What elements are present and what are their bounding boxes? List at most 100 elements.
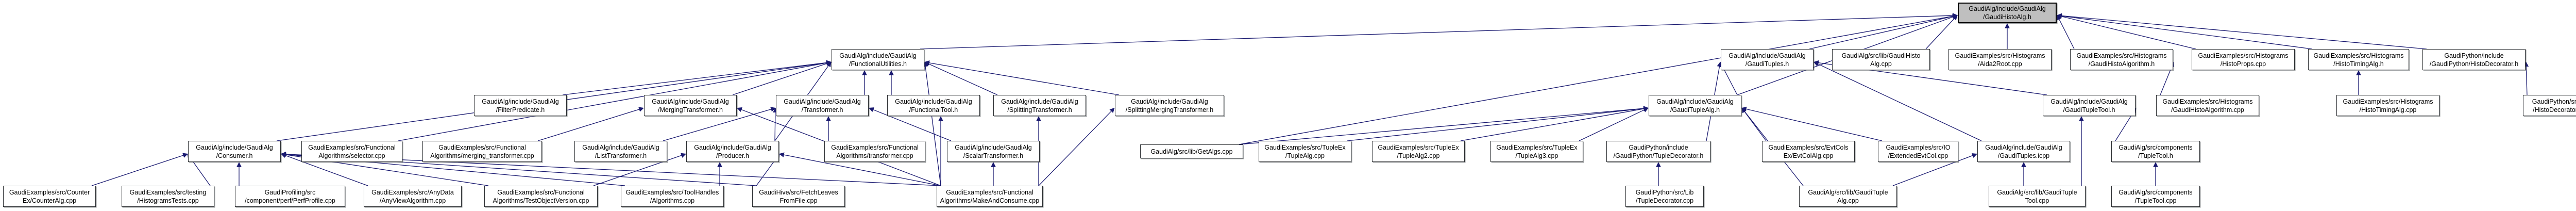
graph-node-root[interactable]: GaudiAlg/include/GaudiAlg/GaudiHistoAlg.… [1958, 3, 2057, 23]
node-label-line: Algorithms/MakeAndConsume.cpp [940, 197, 1040, 204]
node-label-line: GaudiAlg/include/GaudiAlg [955, 143, 1032, 151]
include-edge-make-and-consume-cpp-to-functional-utilities [923, 61, 941, 186]
node-label-line: /Algorithms.cpp [650, 197, 695, 204]
graph-node-perf-profile-cpp[interactable]: GaudiProfiling/src/component/perf/PerfPr… [235, 186, 345, 207]
graph-node-gaudi-histo-algorithm-h[interactable]: GaudiExamples/src/Histograms/GaudiHistoA… [2070, 49, 2173, 70]
node-label-line: GaudiAlg/include/GaudiAlg [1969, 5, 2046, 12]
node-label-line: /GaudiTupleAlg.h [1670, 106, 1720, 113]
graph-node-filter-predicate[interactable]: GaudiAlg/include/GaudiAlg/FilterPredicat… [474, 95, 567, 116]
include-edge-histo-decorator-cpp-to-histo-decorator-h [2523, 61, 2529, 95]
node-label-line: /HistogramsTests.cpp [137, 197, 199, 204]
graph-node-tuple-decorator-h[interactable]: GaudiPython/include/GaudiPython/TupleDec… [1606, 141, 1710, 162]
node-label-line: /GaudiTupleTool.h [2063, 106, 2115, 113]
graph-node-producer[interactable]: GaudiAlg/include/GaudiAlg/Producer.h [686, 141, 779, 162]
node-label-line: GaudiExamples/src/Histograms [2343, 98, 2433, 105]
node-label-line: /component/perf/PerfProfile.cpp [245, 197, 335, 204]
include-edge-get-algs-cpp-to-gaudi-tuple-alg [1239, 106, 1649, 145]
graph-node-gaudi-tuples[interactable]: GaudiAlg/include/GaudiAlg/GaudiTuples.h [1721, 49, 1814, 70]
graph-node-splitting-transformer[interactable]: GaudiAlg/include/GaudiAlg/SplittingTrans… [993, 95, 1086, 116]
include-edge-get-algs-cpp-to-root [1239, 13, 1958, 145]
node-label-line: GaudiExamples/src/EvtCols [1768, 143, 1849, 151]
node-label-line: /Transformer.h [801, 106, 843, 113]
node-label-line: /TupleTool.h [2138, 152, 2173, 159]
graph-node-tuple-tool-cpp[interactable]: GaudiAlg/src/components/TupleTool.cpp [2111, 186, 2200, 207]
node-label-line: /ListTransformer.h [595, 152, 647, 159]
graph-node-tuple-alg-cpp[interactable]: GaudiExamples/src/TupleEx/TupleAlg.cpp [1259, 141, 1351, 162]
graph-node-histo-decorator-cpp[interactable]: GaudiPython/src/Lib/HistoDecorator.cpp [2523, 95, 2576, 116]
graph-node-consumer[interactable]: GaudiAlg/include/GaudiAlg/Consumer.h [188, 141, 281, 162]
node-label-line: /FilterPredicate.h [496, 106, 545, 113]
graph-node-list-transformer[interactable]: GaudiAlg/include/GaudiAlg/ListTransforme… [574, 141, 667, 162]
node-label-line: GaudiAlg/include/GaudiAlg [1001, 98, 1078, 105]
node-label-line: /TupleAlg3.cpp [1515, 152, 1558, 159]
node-label-line: GaudiAlg/src/lib/GaudiTuple [1997, 188, 2077, 196]
include-edge-scalar-transformer-to-transformer-h [869, 107, 952, 141]
include-edge-splitting-transformer-to-functional-utilities [924, 61, 998, 95]
node-label-line: GaudiPython/include [2444, 52, 2504, 59]
node-label-line: GaudiExamples/src/Functional [497, 188, 585, 196]
node-label-line: GaudiExamples/src/Histograms [2076, 52, 2167, 59]
graph-node-functional-tool[interactable]: GaudiAlg/include/GaudiAlg/FunctionalTool… [887, 95, 980, 116]
node-label-line: GaudiExamples/src/Functional [831, 143, 919, 151]
graph-node-scalar-transformer[interactable]: GaudiAlg/include/GaudiAlg/ScalarTransfor… [947, 141, 1040, 162]
node-label-line: /GaudiHistoAlgorithm.cpp [2171, 106, 2244, 113]
graph-node-aida2root-cpp[interactable]: GaudiExamples/src/Histograms/Aida2Root.c… [1948, 49, 2052, 70]
graph-node-functional-utilities[interactable]: GaudiAlg/include/GaudiAlg/FunctionalUtil… [832, 49, 924, 70]
node-label-line: GaudiAlg/src/lib/GaudiTuple [1808, 188, 1888, 196]
include-edge-tuple-alg2-cpp-to-gaudi-tuple-alg [1460, 106, 1649, 141]
node-label-line: Algorithms/TestObjectVersion.cpp [493, 197, 589, 204]
graph-node-histo-props-cpp[interactable]: GaudiExamples/src/Histograms/HistoProps.… [2192, 49, 2295, 70]
graph-node-get-algs-cpp[interactable]: GaudiAlg/src/lib/GetAlgs.cpp [1140, 144, 1243, 158]
graph-node-algorithms-cpp[interactable]: GaudiExamples/src/ToolHandles/Algorithms… [621, 186, 724, 207]
node-label-line: /TupleTool.cpp [2134, 197, 2177, 204]
node-label-line: GaudiAlg/include/GaudiAlg [784, 98, 861, 105]
node-label-line: /GaudiHistoAlg.h [1983, 13, 2031, 21]
graph-node-histo-decorator-h[interactable]: GaudiPython/include/GaudiPython/HistoDec… [2422, 49, 2526, 70]
graph-node-tuple-alg3-cpp[interactable]: GaudiExamples/src/TupleEx/TupleAlg3.cpp [1490, 141, 1583, 162]
graph-node-gaudi-tuple-tool[interactable]: GaudiAlg/include/GaudiAlg/GaudiTupleTool… [2043, 95, 2136, 116]
node-label-line: GaudiProfiling/src [264, 188, 316, 196]
node-label-line: Algorithms/transformer.cpp [836, 152, 913, 159]
graph-node-transformer-h[interactable]: GaudiAlg/include/GaudiAlg/Transformer.h [776, 95, 869, 116]
graph-node-histograms-tests-cpp[interactable]: GaudiExamples/src/testing/HistogramsTest… [122, 186, 214, 207]
node-label-line: Ex/CounterAlg.cpp [22, 197, 77, 204]
graph-node-extended-evt-col-cpp[interactable]: GaudiExamples/src/IO/ExtendedEvtCol.cpp [1878, 141, 1958, 162]
node-label-line: /GaudiTuples.icpp [1997, 152, 2050, 159]
graph-node-histo-timing-alg-h[interactable]: GaudiExamples/src/Histograms/HistoTiming… [2308, 49, 2409, 70]
graph-node-tuple-alg2-cpp[interactable]: GaudiExamples/src/TupleEx/TupleAlg2.cpp [1372, 141, 1465, 162]
include-edge-tuple-alg-cpp-to-gaudi-tuple-alg [1347, 106, 1649, 141]
node-label-line: GaudiExamples/src/TupleEx [1378, 143, 1459, 151]
node-label-line: GaudiAlg/include/GaudiAlg [1728, 52, 1806, 59]
graph-node-splitting-merging-transformer[interactable]: GaudiAlg/include/GaudiAlg/SplittingMergi… [1115, 95, 1224, 116]
graph-node-gaudi-tuple-alg[interactable]: GaudiAlg/include/GaudiAlg/GaudiTupleAlg.… [1649, 95, 1741, 116]
node-label-line: GaudiExamples/src/Functional [946, 188, 1033, 196]
node-label-line: GaudiAlg/src/components [2119, 143, 2193, 151]
node-label-line: GaudiExamples/src/TupleEx [1264, 143, 1346, 151]
graph-node-tuple-tool-h[interactable]: GaudiAlg/src/components/TupleTool.h [2111, 141, 2200, 162]
graph-node-histo-timing-alg-cpp[interactable]: GaudiExamples/src/Histograms/HistoTiming… [2336, 95, 2439, 116]
include-edge-merging-transformer-cpp-to-merging-transformer-h [537, 107, 644, 141]
node-label-line: /FunctionalUtilities.h [849, 60, 907, 68]
graph-node-tuple-decorator-cpp[interactable]: GaudiPython/src/Lib/TupleDecorator.cpp [1625, 186, 1704, 207]
graph-node-gaudi-tuples-icpp[interactable]: GaudiAlg/include/GaudiAlg/GaudiTuples.ic… [1977, 141, 2070, 162]
node-label-line: Tool.cpp [2025, 197, 2049, 204]
graph-node-merging-transformer-h[interactable]: GaudiAlg/include/GaudiAlg/MergingTransfo… [644, 95, 737, 116]
node-label-line: GaudiPython/src/Lib [2532, 98, 2576, 105]
node-label-line: /SplittingTransformer.h [1007, 106, 1072, 113]
graph-node-gaudi-histo-algorithm-cpp[interactable]: GaudiExamples/src/Histograms/GaudiHistoA… [2156, 95, 2259, 116]
node-label-line: /GaudiTuples.h [1745, 60, 1789, 68]
node-label-line: Alg.cpp [1870, 60, 1892, 68]
node-label-line: /Producer.h [716, 152, 749, 159]
graph-node-any-view-algorithm-cpp[interactable]: GaudiExamples/src/AnyData/AnyViewAlgorit… [364, 186, 462, 207]
